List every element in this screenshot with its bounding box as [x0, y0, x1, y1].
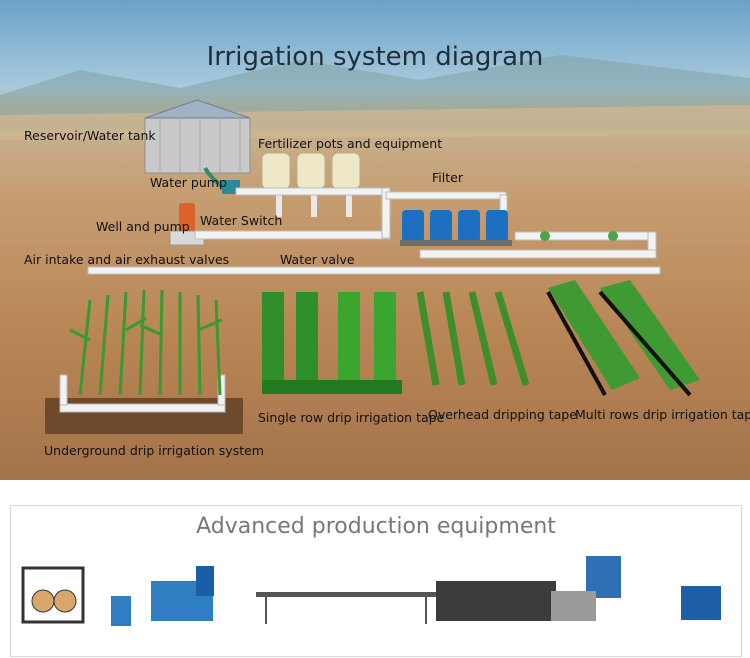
label-filter: Filter	[432, 170, 463, 185]
diagram-illustration	[0, 55, 750, 434]
control-cabinet-left	[196, 566, 214, 596]
corn-crops	[69, 289, 223, 396]
vacuum-tank	[111, 596, 131, 626]
label-single-row: Single row drip irrigation tape	[258, 410, 445, 425]
reservoir-tank	[144, 99, 251, 174]
overhead-rows	[416, 290, 530, 387]
equipment-panel: Advanced production equipment	[10, 505, 742, 657]
filter-units	[400, 210, 512, 246]
winder	[681, 586, 721, 620]
single-row-beds	[262, 292, 402, 394]
label-water-switch: Water Switch	[200, 213, 283, 228]
haul-off	[551, 591, 596, 621]
unwinder-frame	[21, 566, 85, 624]
multi-row-beds	[546, 280, 700, 397]
cooling-trough	[256, 592, 436, 624]
diagram-title: Irrigation system diagram	[206, 42, 544, 72]
label-underground: Underground drip irrigation system	[44, 443, 264, 458]
well-pump	[179, 203, 195, 233]
fertilizer-pots	[261, 152, 361, 217]
label-air-valves: Air intake and air exhaust valves	[24, 252, 230, 267]
label-fertilizer: Fertilizer pots and equipment	[258, 136, 443, 151]
inline-valves	[540, 231, 618, 241]
label-reservoir: Reservoir/Water tank	[24, 128, 156, 143]
label-water-valve: Water valve	[280, 252, 355, 267]
label-well-pump: Well and pump	[96, 219, 190, 234]
main-pipes	[87, 187, 661, 275]
equipment-title: Advanced production equipment	[196, 514, 556, 539]
riser-left	[59, 374, 68, 406]
label-overhead: Overhead dripping tape	[428, 407, 577, 422]
production-line-illustration	[21, 556, 721, 626]
main-extruder	[436, 581, 556, 621]
underground-pipe	[59, 403, 226, 413]
label-multi-rows: Multi rows drip irrigation tape	[575, 407, 750, 422]
underground-trench	[45, 398, 243, 434]
label-water-pump: Water pump	[150, 175, 227, 190]
irrigation-diagram-panel: Irrigation system diagram Reservoir/Wate…	[0, 0, 750, 480]
riser-right	[217, 374, 226, 406]
